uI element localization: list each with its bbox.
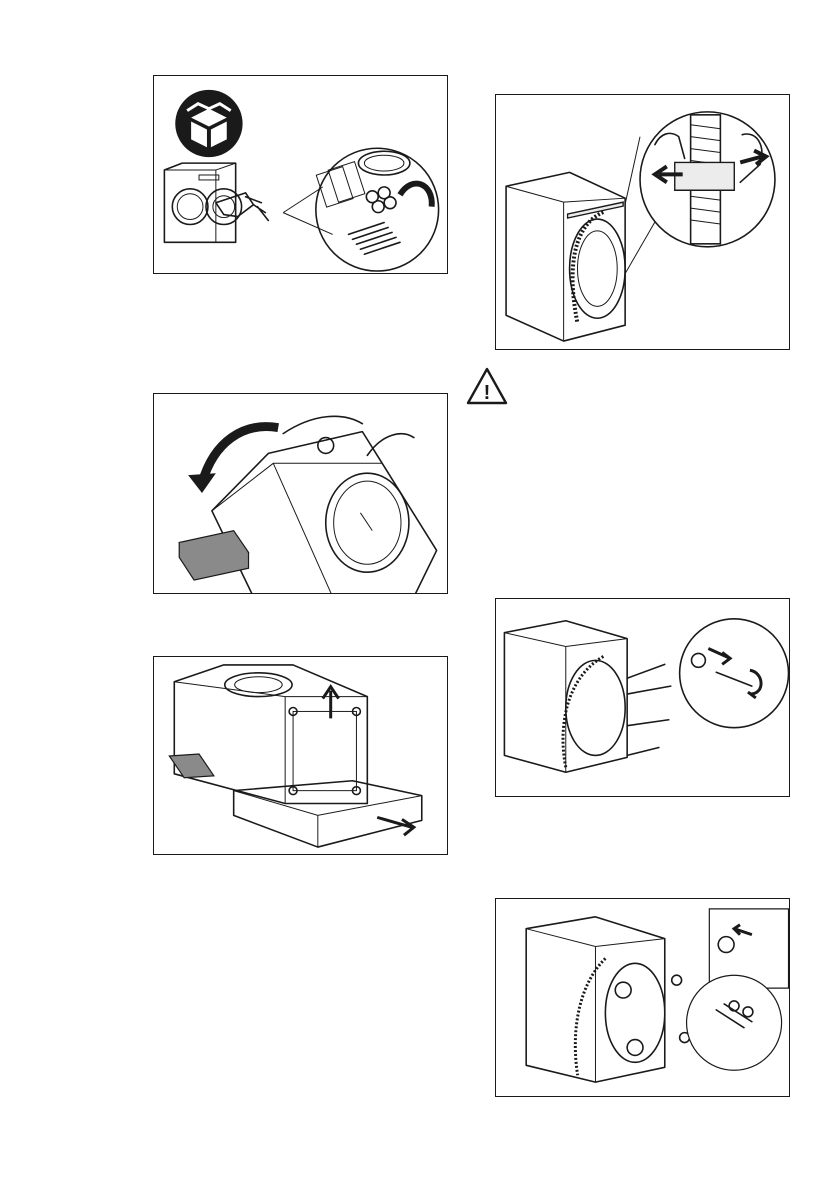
- illustration-remove-base-packaging: [153, 656, 448, 855]
- bolt-callout: [680, 619, 789, 728]
- illustration-hose-clip-removal: [495, 94, 790, 350]
- warning-symbol: !: [484, 382, 491, 404]
- transit-bolts-drawing: [496, 599, 789, 796]
- plastic-cap-icon: [672, 975, 682, 985]
- plastic-caps-drawing: [496, 899, 789, 1096]
- base-packaging-drawing: [154, 657, 447, 854]
- screws-icon: [349, 223, 400, 255]
- illustration-unpack-accessories: [153, 75, 448, 274]
- unpack-accessories-drawing: [154, 76, 447, 273]
- cap-callout-1: [709, 909, 788, 988]
- hose-clip-removal-drawing: [496, 95, 789, 349]
- lift-arrow-icon: [323, 687, 339, 719]
- illustration-tilt-machine-back: [153, 393, 448, 594]
- accessories-callout: [316, 148, 439, 271]
- hose-clip-icon: [675, 162, 735, 190]
- transit-bolts-icon: [627, 664, 671, 755]
- illustration-insert-plastic-caps: [495, 898, 790, 1097]
- cap-callout-2: [687, 975, 782, 1070]
- illustration-remove-transit-bolts: [495, 598, 790, 797]
- manual-icon: [316, 167, 353, 208]
- tilt-machine-drawing: [154, 394, 447, 593]
- hose-guide-icon: [400, 184, 432, 207]
- warning-triangle-icon: !: [465, 366, 509, 406]
